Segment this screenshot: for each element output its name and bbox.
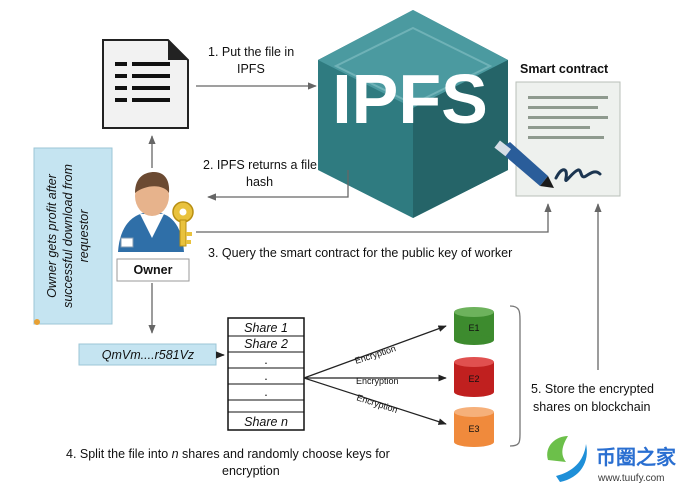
share-ellipsis-3: .: [264, 385, 267, 399]
share-ellipsis-1: .: [264, 353, 267, 367]
step5-text-line1: 5. Store the encrypted: [531, 382, 654, 396]
pen-icon: [494, 140, 554, 188]
key-e1-label: E1: [468, 323, 479, 333]
watermark-name: 币圈之家: [596, 445, 677, 469]
encryption-arrow-e3: [303, 377, 447, 425]
step3-text: 3. Query the smart contract for the publ…: [208, 246, 512, 260]
encryption-arrow-e1: [303, 325, 447, 379]
share-ellipsis-2: .: [264, 369, 267, 383]
step4-text-line2: encryption: [222, 464, 280, 478]
ipfs-cube-logo: IPFS: [318, 10, 508, 218]
owner-label: Owner: [134, 263, 173, 277]
shares-bracket: [509, 305, 521, 447]
key-e3-label: E3: [468, 424, 479, 434]
share-n-label: Share n: [244, 415, 288, 429]
key-e3-cylinder: E3: [454, 407, 494, 447]
step1-text-line1: 1. Put the file in: [208, 45, 294, 59]
file-document-icon: [102, 39, 189, 129]
key-e2-cylinder: E2: [454, 357, 494, 397]
key-icon: [172, 201, 194, 247]
profit-note-line1: Owner gets profit after: [45, 173, 59, 298]
step1-text-line2: IPFS: [237, 62, 265, 76]
watermark-logo: 币圈之家 www.tuufy.com: [547, 436, 677, 484]
shares-table: Share 1 Share 2 . . . Share n: [227, 317, 305, 431]
step4-text-line1: 4. Split the file into n shares and rand…: [66, 447, 390, 461]
ipfs-label: IPFS: [332, 60, 488, 138]
file-hash-value: QmVm....r581Vz: [102, 348, 195, 362]
owner-person-icon: [118, 172, 184, 252]
watermark-url: www.tuufy.com: [597, 473, 665, 484]
step2-arrow: [207, 170, 349, 201]
share-2-label: Share 2: [244, 337, 288, 351]
encryption-label-1: Encryption: [354, 343, 398, 366]
share-1-label: Share 1: [244, 321, 288, 335]
smart-contract-icon: [515, 81, 621, 197]
step3-arrow: [196, 203, 552, 233]
profit-note: Owner gets profit after successful downl…: [33, 147, 113, 325]
step2-text-line1: 2. IPFS returns a file: [203, 158, 317, 172]
step2-text-line2: hash: [246, 175, 273, 189]
encryption-label-2: Encryption: [356, 376, 399, 386]
profit-note-line3: requestor: [77, 209, 91, 263]
key-e2-label: E2: [468, 374, 479, 384]
profit-note-line2: successful download from: [61, 164, 75, 308]
step5-text-line2: shares on blockchain: [533, 400, 650, 414]
smart-contract-title: Smart contract: [520, 62, 609, 76]
encryption-label-3: Encryption: [355, 392, 399, 415]
key-e1-cylinder: E1: [454, 307, 494, 345]
